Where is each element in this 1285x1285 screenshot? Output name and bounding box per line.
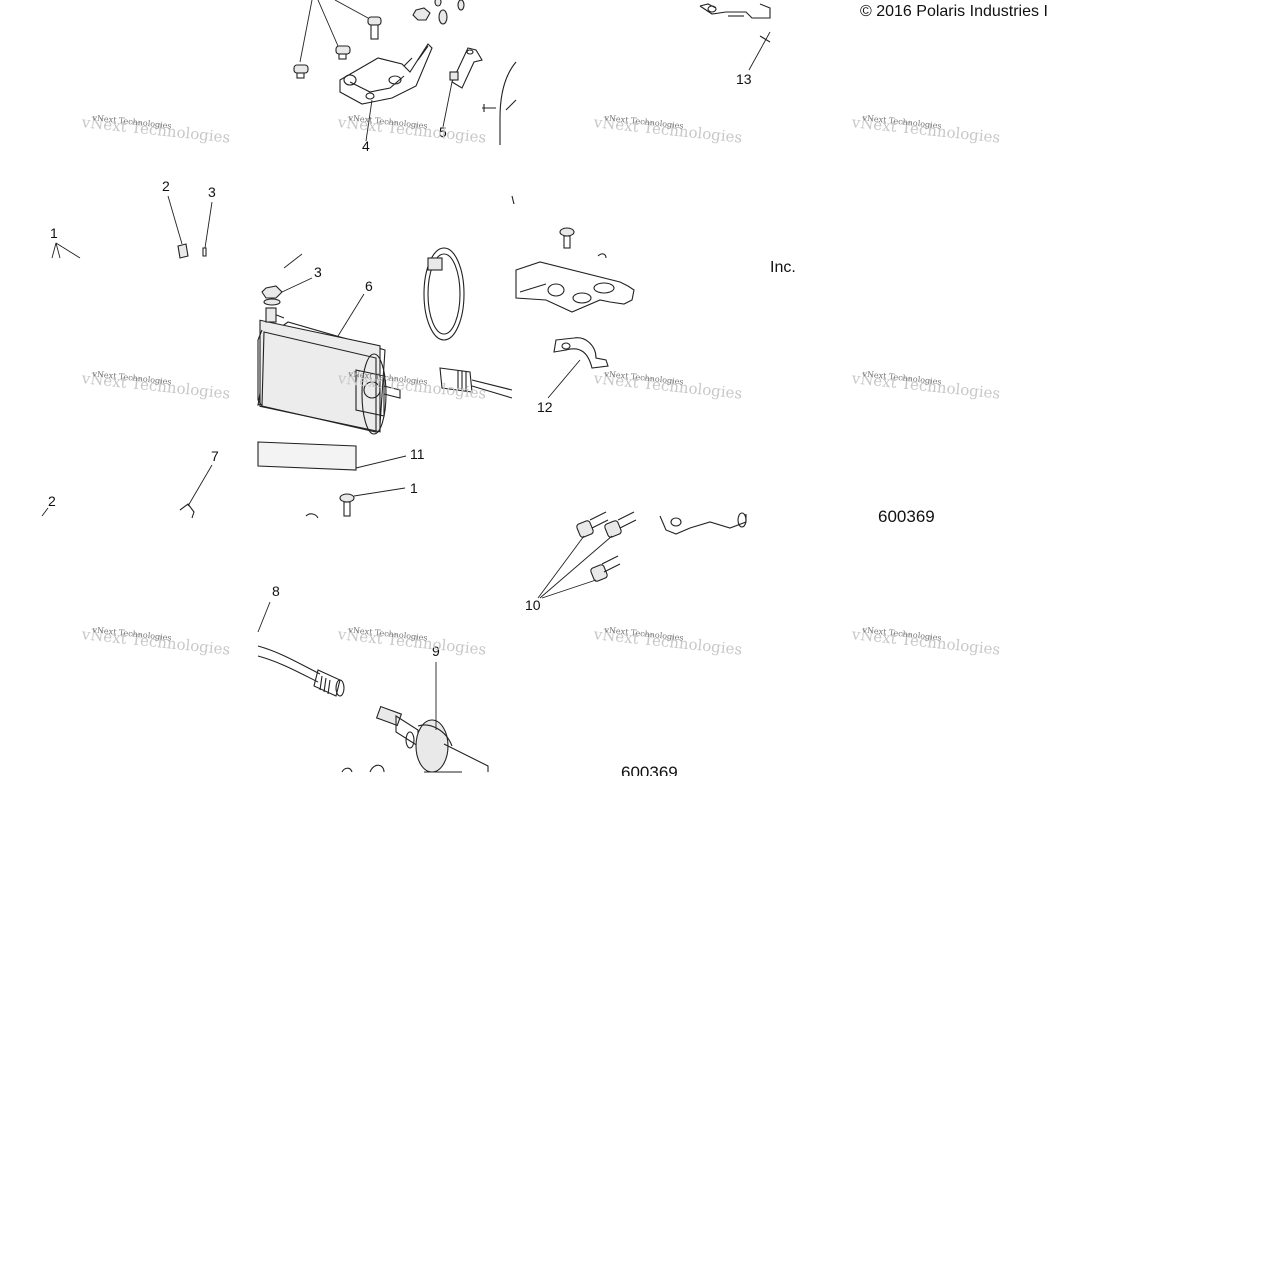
cap-screw-part (590, 555, 621, 582)
callout-6: 6 (365, 278, 373, 294)
callout-2: 2 (162, 178, 170, 194)
clip-part (449, 47, 483, 89)
callout-4: 4 (362, 138, 370, 154)
washer-part (438, 9, 448, 25)
solenoid-bracket-part (659, 512, 747, 535)
bolt-part (367, 16, 382, 40)
hose-clamp-part (423, 247, 465, 341)
callout-3: 3 (208, 184, 216, 200)
callout-1: 1 (50, 225, 58, 241)
bolt-part (293, 64, 309, 79)
copyright-suffix: Inc. (770, 259, 796, 276)
cap-screw-part (604, 511, 637, 538)
callout-5: 5 (439, 124, 447, 140)
copyright-notice: © 2016 Polaris Industries I (860, 3, 1048, 20)
callout-7: 7 (211, 448, 219, 464)
callout-2-lower: 2 (48, 493, 56, 509)
insulator-strip-part (257, 441, 357, 471)
bolt-part (335, 45, 351, 60)
screw-part (559, 227, 575, 249)
starter-motor-part (257, 313, 401, 435)
bracket-assembly-top (293, 0, 517, 145)
figure-number: 600369 (878, 507, 935, 526)
callout-8: 8 (272, 583, 280, 599)
small-part-7 (41, 464, 213, 519)
callout-9: 9 (432, 643, 440, 659)
cable-assembly-part (257, 645, 345, 697)
callout-11: 11 (410, 446, 425, 462)
callout-3-motor: 3 (314, 264, 322, 280)
cable-connector-part (439, 367, 513, 399)
clamp-bracket-part (553, 337, 609, 369)
bolt-part (339, 493, 355, 517)
callout-10: 10 (525, 597, 541, 613)
wire-bracket-assembly (699, 3, 771, 43)
callout-1-lower: 1 (410, 480, 418, 496)
callout-12: 12 (537, 399, 553, 415)
callout-13: 13 (736, 71, 752, 87)
cap-screw-part (576, 511, 609, 538)
starter-drive-part (375, 705, 489, 773)
mounting-plate-part (515, 261, 635, 313)
terminal-stud-part (261, 285, 283, 323)
small-fastener-part (51, 195, 213, 259)
mounting-bracket-part (339, 43, 433, 105)
nut-part (412, 7, 431, 21)
